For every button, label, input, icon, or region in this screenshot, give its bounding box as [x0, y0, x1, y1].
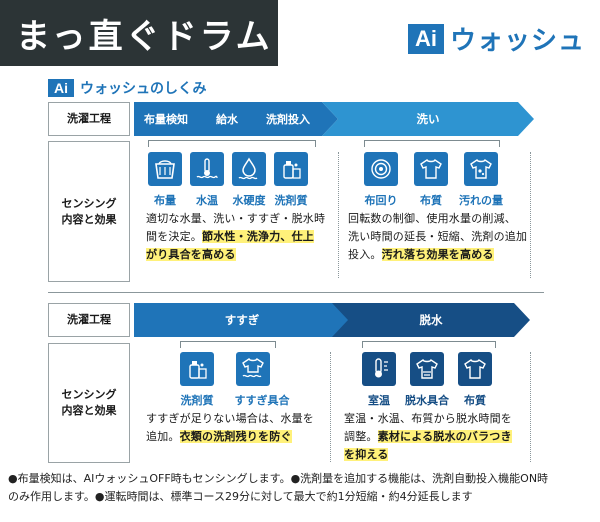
step-detergent-input: 洗剤投入 — [266, 113, 310, 126]
divider — [530, 152, 531, 278]
process-arrow-rinse: すすぎ — [134, 303, 350, 337]
description-top-left: 適切な水量、洗い・すすぎ・脱水時 間を決定。節水性・洗浄力、仕上 がり具合を高め… — [146, 210, 325, 264]
desc-text: 追加。 — [146, 430, 180, 443]
room-temperature-icon — [362, 352, 396, 386]
desc-line: 回転数の制御、使用水量の削減、 — [348, 212, 516, 225]
icon-label-rotation: 布回り — [364, 194, 398, 207]
detergent-bottle-icon — [274, 152, 308, 186]
icon-label-detergent-type: 洗剤質 — [274, 194, 308, 207]
shirt-icon — [458, 352, 492, 386]
sensing-label-line1: センシング — [61, 388, 117, 402]
sensing-label-line2: 内容と効果 — [61, 404, 117, 417]
sensing-label: センシング内容と効果 — [48, 141, 130, 282]
brand-logo: Ai ウォッシュ — [408, 20, 585, 57]
section-heading: Ai ウォッシュのしくみ — [48, 78, 207, 98]
icon-label-rinse-level: すすぎ具合 — [234, 394, 290, 407]
icon-label-water-hardness: 水硬度 — [232, 194, 266, 207]
step-bracket — [180, 341, 276, 348]
divider — [330, 352, 331, 462]
ai-badge-small: Ai — [48, 79, 74, 97]
step-wash: 洗い — [416, 112, 440, 126]
step-water-supply: 給水 — [216, 113, 238, 126]
process-label: 洗濯工程 — [48, 303, 130, 337]
stained-shirt-icon — [464, 152, 498, 186]
desc-highlight: がり具合を高める — [146, 248, 236, 261]
footnote-line: のみ作用します。●運転時間は、標準コース29分に対して最大で約1分短縮・約4分延… — [8, 490, 473, 503]
icon-label-spin-level: 脱水具合 — [405, 394, 449, 407]
description-bottom-right: 室温・水温、布質から脱水時間を 調整。素材による脱水のバラつき を抑える — [344, 410, 512, 464]
footnote-line: ●布量検知は、AIウォッシュOFF時もセンシングします。●洗剤量を追加する機能は… — [8, 472, 549, 485]
divider — [530, 352, 531, 462]
shirt-in-water-icon — [236, 352, 270, 386]
icon-label-fabric: 布質 — [420, 194, 442, 207]
desc-line: すすぎが足りない場合は、水量を — [146, 412, 314, 425]
ai-badge: Ai — [408, 23, 444, 54]
process-arrow-prewash: 布量検知 給水 洗剤投入 — [134, 102, 338, 136]
icon-label-load: 布量 — [154, 194, 176, 207]
description-bottom-left: すすぎが足りない場合は、水量を 追加。衣類の洗剤残りを防ぐ — [146, 410, 314, 446]
icon-label-dirt-level: 汚れの量 — [459, 194, 503, 207]
divider — [338, 152, 339, 278]
sensing-label-line1: センシング — [61, 196, 117, 210]
detergent-bottle-icon — [180, 352, 214, 386]
sensing-label-line2: 内容と効果 — [61, 212, 117, 226]
icon-label-water-temp: 水温 — [196, 194, 218, 207]
shirt-icon — [414, 152, 448, 186]
desc-highlight: 素材による脱水のバラつき — [377, 430, 512, 443]
desc-highlight: 汚れ落ち効果を高める — [381, 248, 494, 261]
icon-label-room-temp: 室温 — [368, 394, 390, 407]
process-arrow-spin: 脱水 — [332, 303, 530, 337]
desc-text: 投入。 — [348, 248, 382, 261]
step-bracket — [364, 140, 500, 147]
page-title: まっ直ぐドラム — [0, 0, 278, 66]
desc-highlight: 節水性・洗浄力、仕上 — [202, 230, 314, 243]
desc-line: 洗い時間の延長・短縮、洗剤の追加 — [348, 230, 528, 243]
desc-line: 室温・水温、布質から脱水時間を — [344, 412, 512, 425]
water-drop-icon — [232, 152, 266, 186]
process-label: 洗濯工程 — [48, 102, 130, 136]
step-bracket — [148, 140, 316, 147]
desc-highlight: 衣類の洗剤残りを防ぐ — [179, 430, 292, 443]
description-top-right: 回転数の制御、使用水量の削減、 洗い時間の延長・短縮、洗剤の追加 投入。汚れ落ち… — [348, 210, 527, 264]
laundry-basket-icon — [148, 152, 182, 186]
icon-label-fabric: 布質 — [464, 394, 486, 407]
section-heading-text: ウォッシュのしくみ — [80, 81, 207, 97]
section-divider — [48, 292, 544, 293]
brand-name: ウォッシュ — [450, 26, 586, 56]
process-arrow-wash: 洗い — [322, 102, 534, 136]
desc-text: 間を決定。 — [146, 230, 202, 243]
sensing-label: センシング内容と効果 — [48, 343, 130, 463]
step-rinse: すすぎ — [224, 313, 260, 327]
step-spin: 脱水 — [419, 313, 443, 327]
step-bracket — [362, 341, 496, 348]
spiral-icon — [364, 152, 398, 186]
desc-text: 調整。 — [344, 430, 378, 443]
icon-label-detergent-type: 洗剤質 — [180, 394, 214, 407]
footnote: ●布量検知は、AIウォッシュOFF時もセンシングします。●洗剤量を追加する機能は… — [8, 470, 594, 506]
thermometer-water-icon — [190, 152, 224, 186]
desc-highlight: を抑える — [344, 448, 389, 461]
desc-line: 適切な水量、洗い・すすぎ・脱水時 — [146, 212, 326, 225]
spin-shirt-icon — [410, 352, 444, 386]
step-load-detect: 布量検知 — [144, 113, 188, 126]
